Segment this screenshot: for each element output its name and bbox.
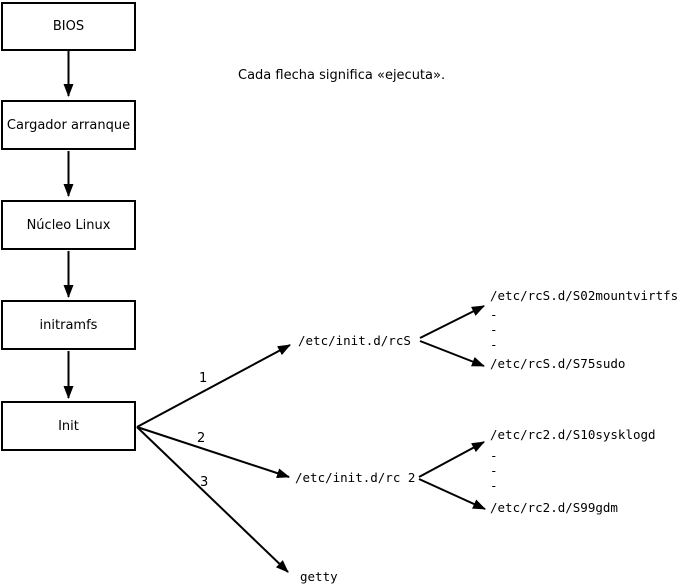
node-bootloader-label: Cargador arranque [6,117,131,133]
rcS-child-first: /etc/rcS.d/S02mountvirtfs [490,288,679,303]
arrow-rc2-to-last-script [418,478,486,510]
rcS-ellipsis-dash: - [490,307,498,322]
rc2-ellipsis-dash: - [490,478,498,493]
node-init-label: Init [58,418,79,434]
node-init: Init [1,401,136,451]
arrow-label-3: 3 [200,475,209,490]
rc2-ellipsis-dash: - [490,448,498,463]
script-getty: getty [300,569,338,584]
arrow-rcS-to-first-script [419,305,485,339]
node-bootloader: Cargador arranque [1,100,136,150]
node-bios-label: BIOS [52,19,85,34]
diagram-caption: Cada flecha significa «ejecuta». [238,68,446,83]
arrow-init-to-rcS [136,344,291,428]
node-bios: BIOS [1,2,136,51]
arrow-rcS-to-last-script [419,340,485,367]
rc2-ellipsis-dash: - [490,463,498,478]
script-rc2: /etc/init.d/rc 2 [295,470,416,485]
node-kernel-label: Núcleo Linux [26,217,111,233]
node-initramfs: initramfs [1,300,136,350]
arrow-label-1: 1 [199,371,208,386]
arrow-init-to-rc2 [136,426,290,478]
arrow-rc2-to-first-script [418,441,485,478]
script-rcS: /etc/init.d/rcS [298,333,411,348]
rcS-ellipsis-dash: - [490,322,498,337]
arrow-label-2: 2 [197,431,206,446]
rcS-ellipsis-dash: - [490,337,498,352]
arrow-init-to-getty [136,426,289,573]
rcS-child-last: /etc/rcS.d/S75sudo [490,356,626,371]
node-kernel: Núcleo Linux [1,200,136,250]
node-initramfs-label: initramfs [39,317,98,333]
rc2-child-first: /etc/rc2.d/S10sysklogd [490,427,656,442]
rc2-child-last: /etc/rc2.d/S99gdm [490,500,618,515]
